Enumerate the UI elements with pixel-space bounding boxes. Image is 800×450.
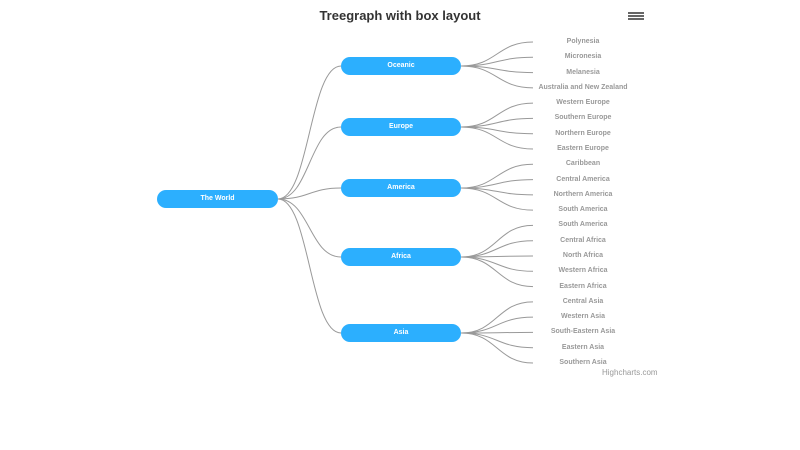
- link-curve: [460, 65, 534, 89]
- hamburger-icon: [628, 11, 644, 20]
- leaf-label: North Africa: [562, 251, 604, 259]
- credits-link[interactable]: Highcharts.com: [602, 368, 658, 377]
- link-curve: [460, 187, 534, 211]
- link-curve: [460, 256, 534, 288]
- link-curve: [460, 301, 534, 334]
- leaf-label: Eastern Europe: [557, 144, 609, 152]
- leaf-label: Western Europe: [556, 99, 610, 107]
- link-curve: [460, 126, 534, 150]
- leaf-label: Southern Europe: [554, 114, 612, 122]
- leaf-label: South-Eastern Asia: [550, 328, 616, 336]
- leaf-label: Melanesia: [566, 68, 600, 76]
- node-box-africa[interactable]: Africa: [341, 248, 461, 266]
- export-menu-button[interactable]: [624, 6, 648, 26]
- leaf-label: Eastern Africa: [559, 282, 607, 290]
- leaf-label: Australia and New Zealand: [538, 83, 628, 91]
- leaf-label: Western Asia: [561, 313, 605, 321]
- leaf-label: Central America: [556, 175, 610, 183]
- leaf-label: South America: [558, 221, 608, 229]
- leaf-label: Eastern Asia: [561, 343, 605, 351]
- leaf-label: Northern Europe: [555, 129, 611, 137]
- link-curve: [460, 224, 534, 258]
- leaf-label: Southern Asia: [559, 358, 607, 366]
- chart-title: Treegraph with box layout: [319, 8, 481, 23]
- link-curve: [277, 187, 342, 200]
- leaf-label: Polynesia: [566, 38, 600, 45]
- node-box-asia[interactable]: Asia: [341, 324, 461, 342]
- link-curve: [277, 126, 342, 200]
- link-curve: [460, 332, 534, 364]
- link-curve: [277, 65, 342, 200]
- leaf-label: Caribbean: [565, 160, 601, 168]
- node-box-america[interactable]: America: [341, 179, 461, 197]
- leaf-label: Micronesia: [564, 53, 602, 61]
- node-box-oceanic[interactable]: Oceanic: [341, 57, 461, 75]
- node-box-the-world[interactable]: The World: [157, 190, 278, 208]
- leaf-label: Central Africa: [560, 236, 606, 244]
- leaf-label: South America: [558, 206, 608, 214]
- leaf-label: Central Asia: [562, 297, 604, 305]
- node-box-europe[interactable]: Europe: [341, 118, 461, 136]
- link-curve: [277, 198, 342, 334]
- link-curve: [277, 198, 342, 258]
- leaf-label: Western Africa: [558, 267, 608, 275]
- leaf-label: Northern America: [553, 190, 613, 198]
